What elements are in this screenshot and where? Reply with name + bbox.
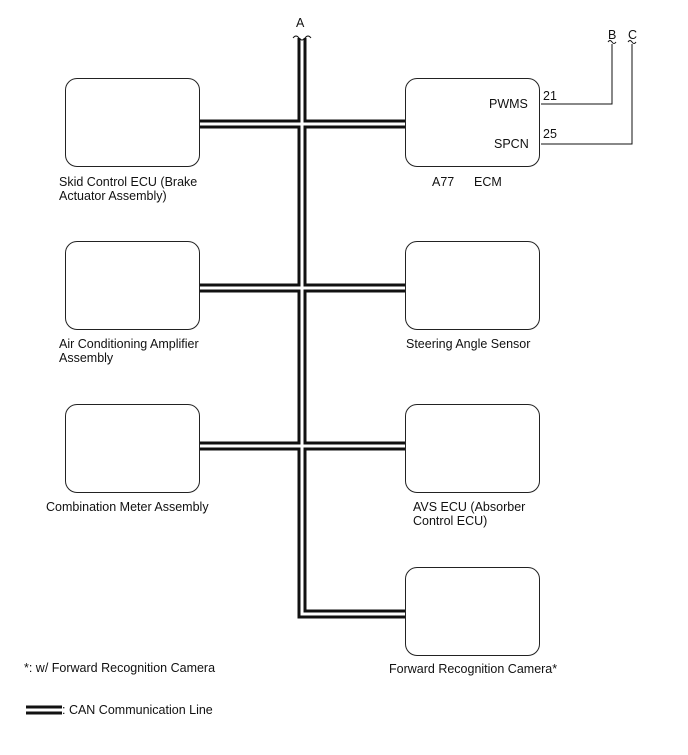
ecm-box bbox=[405, 78, 540, 167]
ecm-pin-spcn-signal: SPCN bbox=[494, 137, 529, 151]
ecm-pin-25-number: 25 bbox=[543, 127, 557, 141]
forward-recognition-camera-label: Forward Recognition Camera* bbox=[389, 662, 558, 676]
steering-angle-sensor-box bbox=[405, 241, 540, 330]
avs-ecu-label-1: AVS ECU (Absorber bbox=[413, 500, 526, 514]
connector-label-c: C bbox=[628, 28, 638, 42]
skid-control-ecu-label-2: Actuator Assembly) bbox=[59, 189, 167, 203]
bus-break-mark bbox=[292, 35, 312, 41]
air-conditioning-amplifier-label-1: Air Conditioning Amplifier bbox=[59, 337, 199, 351]
air-conditioning-amplifier-label-2: Assembly bbox=[59, 351, 114, 365]
ecm-pin-21-number: 21 bbox=[543, 89, 557, 103]
footnote: *: w/ Forward Recognition Camera bbox=[24, 661, 216, 675]
ecm-pin-pwms-signal: PWMS bbox=[489, 97, 528, 111]
avs-ecu-label-2: Control ECU) bbox=[413, 514, 488, 528]
forward-recognition-camera-box bbox=[405, 567, 540, 656]
skid-control-ecu-box bbox=[65, 78, 200, 167]
connector-label-b: B bbox=[608, 28, 617, 42]
avs-ecu-box bbox=[405, 404, 540, 493]
ecm-signal-wires bbox=[541, 40, 637, 145]
connector-label-a: A bbox=[296, 16, 305, 30]
air-conditioning-amplifier-box bbox=[65, 241, 200, 330]
ecm-name-label: ECM bbox=[474, 175, 502, 189]
legend-can-line-label: : CAN Communication Line bbox=[62, 703, 213, 717]
skid-control-ecu-label-1: Skid Control ECU (Brake bbox=[59, 175, 198, 189]
ecm-code-label: A77 bbox=[432, 175, 455, 189]
legend-can-line-symbol bbox=[26, 705, 62, 715]
can-bus-lines bbox=[199, 38, 405, 619]
combination-meter-box bbox=[65, 404, 200, 493]
combination-meter-label: Combination Meter Assembly bbox=[46, 500, 209, 514]
steering-angle-sensor-label: Steering Angle Sensor bbox=[406, 337, 531, 351]
